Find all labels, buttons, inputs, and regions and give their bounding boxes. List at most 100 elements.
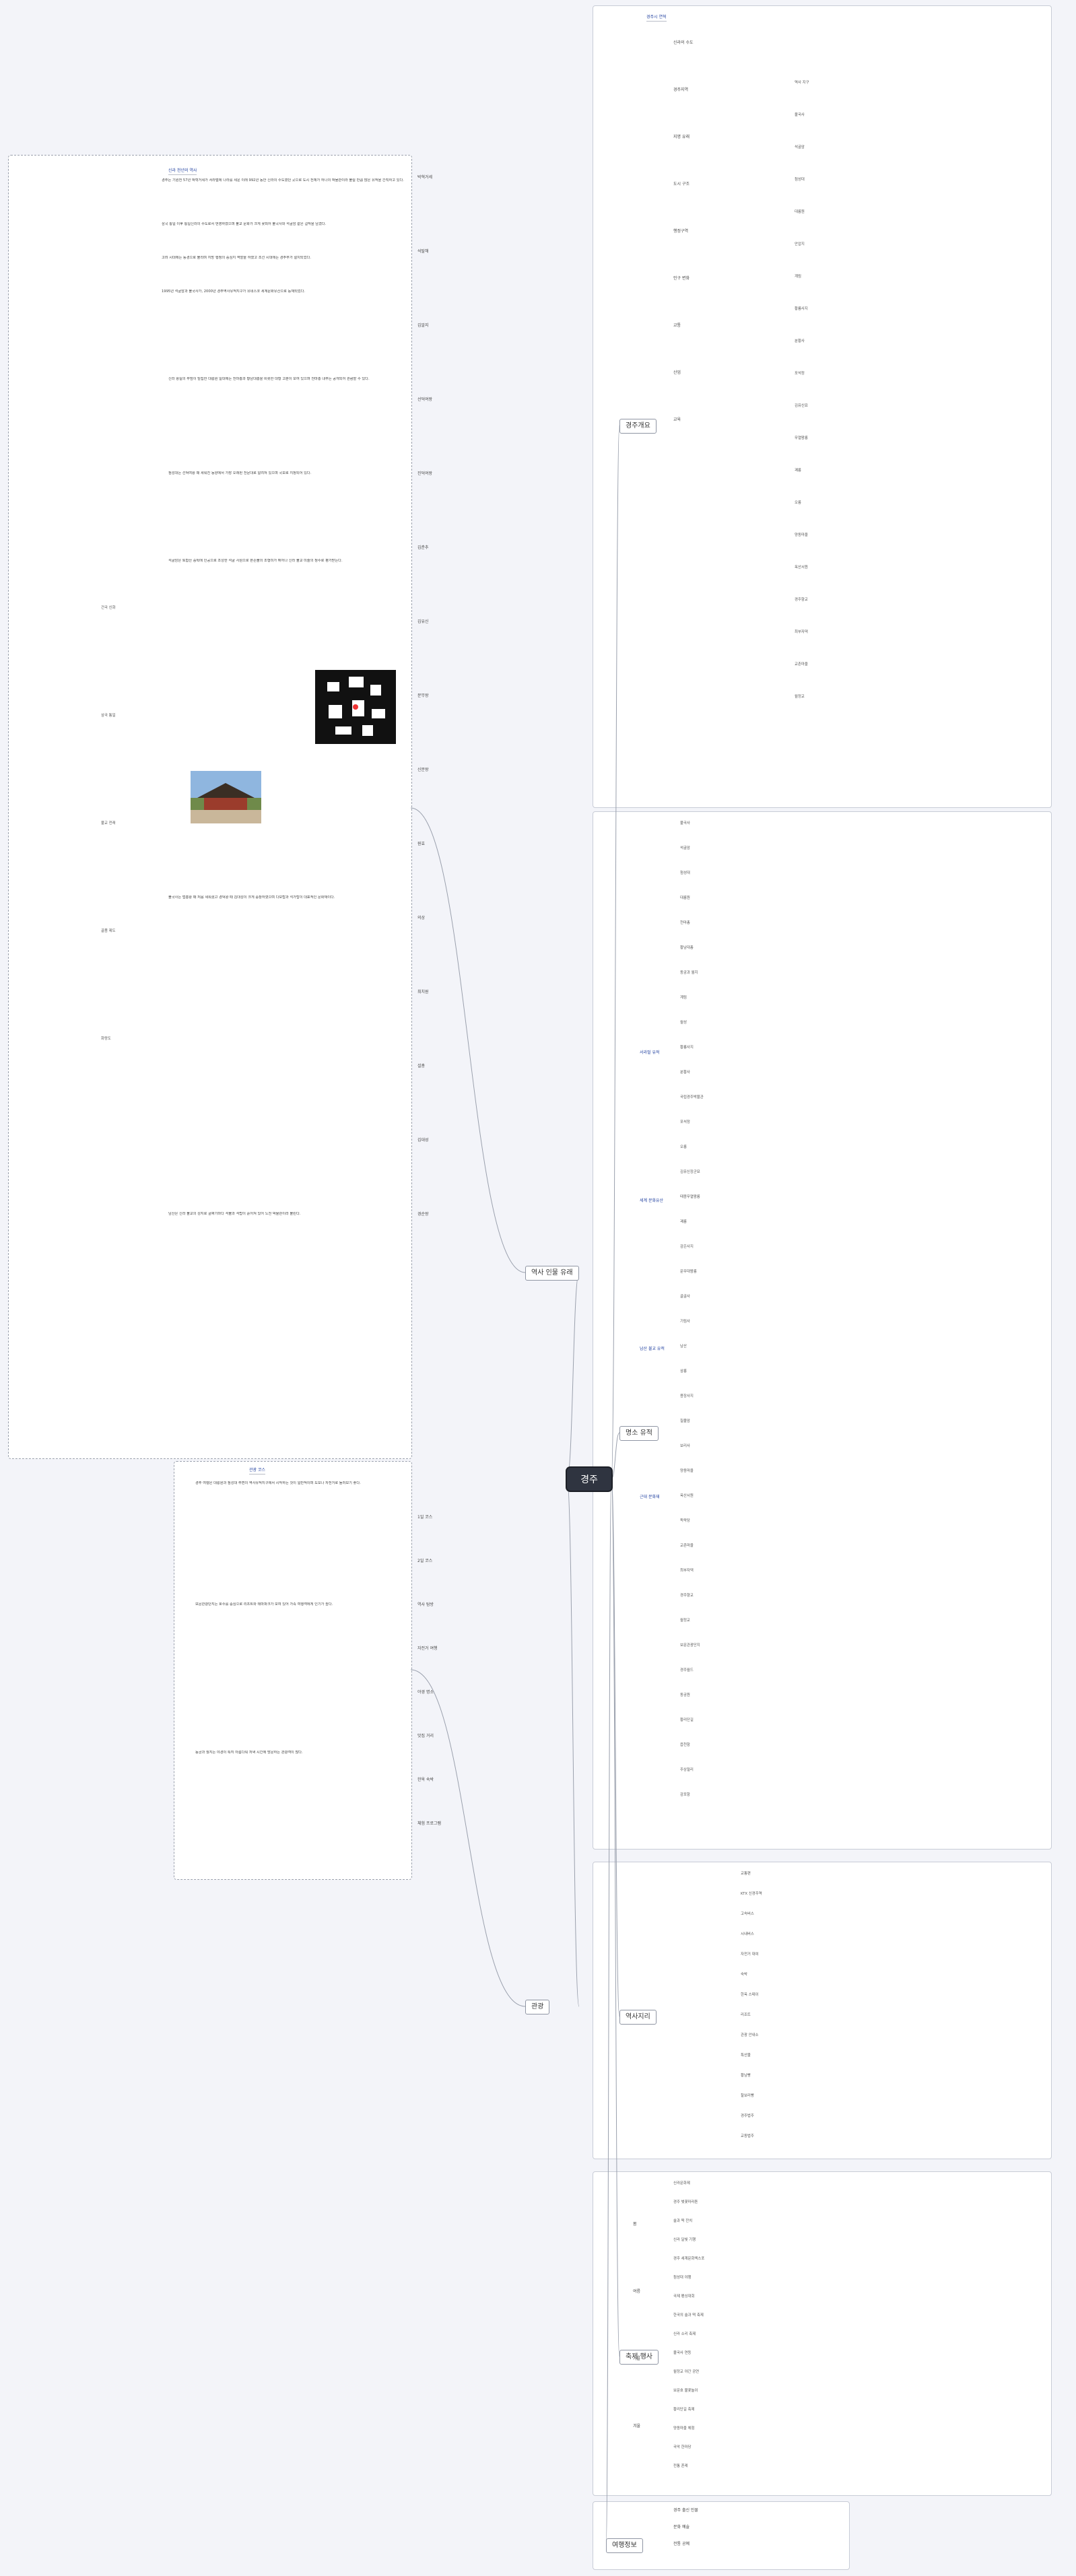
landmark-item-15[interactable]: 김유신장군묘 — [680, 1170, 700, 1174]
section-tourism[interactable]: 관광 — [525, 2000, 550, 2014]
landmark-item-16[interactable]: 태종무열왕릉 — [680, 1195, 700, 1199]
landmark-item-31[interactable]: 최부자댁 — [680, 1569, 694, 1573]
festival-item-10[interactable]: 불국사 연등 — [673, 2351, 692, 2355]
landmark-item-10[interactable]: 황룡사지 — [680, 1046, 694, 1050]
landmark-item-32[interactable]: 경주향교 — [680, 1594, 694, 1598]
info-item-14[interactable]: 교동법주 — [741, 2134, 754, 2138]
overview-item-8[interactable]: 산업 — [673, 370, 681, 375]
festival-season-2[interactable]: 여름 — [633, 2289, 641, 2294]
info-item-2[interactable]: KTX 신경주역 — [741, 1892, 762, 1896]
overview-sub-17[interactable]: 경주향교 — [795, 598, 808, 602]
landmark-item-17[interactable]: 괘릉 — [680, 1220, 687, 1224]
overview-item-3[interactable]: 지명 유래 — [673, 135, 690, 139]
festival-item-9[interactable]: 신라 소리 축제 — [673, 2332, 696, 2336]
festival-item-15[interactable]: 국악 한마당 — [673, 2445, 692, 2449]
history-note-3[interactable]: 불교 전래 — [101, 821, 116, 825]
landmark-item-29[interactable]: 독락당 — [680, 1519, 690, 1523]
landmark-item-7[interactable]: 동궁과 월지 — [680, 971, 698, 975]
info-item-6[interactable]: 숙박 — [741, 1973, 747, 1977]
history-note-1[interactable]: 건국 신화 — [101, 606, 116, 610]
landmark-item-40[interactable]: 감포항 — [680, 1793, 690, 1797]
landmark-group-2[interactable]: 세계 문화유산 — [640, 1198, 664, 1203]
tourism-heading[interactable]: 관광 코스 — [249, 1468, 265, 1475]
landmark-item-39[interactable]: 주상절리 — [680, 1768, 694, 1772]
info-item-5[interactable]: 자전거 대여 — [741, 1953, 759, 1957]
overview-sub-14[interactable]: 오릉 — [795, 501, 801, 505]
overview-sub-8[interactable]: 황룡사지 — [795, 307, 808, 311]
tourism-item-8[interactable]: 체험 프로그램 — [417, 1821, 442, 1826]
landmark-item-24[interactable]: 용장사지 — [680, 1394, 694, 1398]
history-item-12[interactable]: 최치원 — [417, 990, 429, 994]
landmark-group-3[interactable]: 남산 불교 유적 — [640, 1347, 665, 1351]
festival-item-4[interactable]: 신라 달빛 기행 — [673, 2238, 696, 2242]
landmark-item-27[interactable]: 양동마을 — [680, 1469, 694, 1473]
overview-item-1[interactable]: 신라의 수도 — [673, 40, 694, 45]
landmark-item-30[interactable]: 교촌마을 — [680, 1544, 694, 1548]
history-item-10[interactable]: 원효 — [417, 842, 426, 846]
festival-item-1[interactable]: 신라문화제 — [673, 2181, 690, 2185]
landmark-item-20[interactable]: 골굴사 — [680, 1295, 690, 1299]
landmark-item-38[interactable]: 읍천항 — [680, 1743, 690, 1747]
landmark-item-9[interactable]: 월성 — [680, 1021, 687, 1025]
section-history[interactable]: 역사 인물 유래 — [525, 1266, 579, 1281]
overview-sub-16[interactable]: 옥산서원 — [795, 566, 808, 570]
overview-sub-19[interactable]: 교촌마을 — [795, 663, 808, 667]
tourism-item-1[interactable]: 1일 코스 — [417, 1515, 433, 1520]
landmark-item-12[interactable]: 국립경주박물관 — [680, 1095, 704, 1099]
landmark-item-37[interactable]: 황리단길 — [680, 1718, 694, 1722]
overview-sub-3[interactable]: 석굴암 — [795, 145, 805, 149]
landmark-item-18[interactable]: 감은사지 — [680, 1245, 694, 1249]
landmark-item-25[interactable]: 칠불암 — [680, 1419, 690, 1423]
festival-item-16[interactable]: 전통 혼례 — [673, 2464, 688, 2468]
history-note-2[interactable]: 삼국 통일 — [101, 714, 116, 718]
tourism-item-7[interactable]: 한옥 숙박 — [417, 1777, 434, 1782]
festival-item-7[interactable]: 국제 펜싱대회 — [673, 2295, 695, 2299]
history-item-6[interactable]: 김춘추 — [417, 545, 429, 550]
overview-item-9[interactable]: 교육 — [673, 417, 681, 422]
tourism-item-4[interactable]: 자전거 여행 — [417, 1646, 438, 1651]
tourism-item-3[interactable]: 역사 탐방 — [417, 1602, 434, 1607]
history-item-9[interactable]: 신문왕 — [417, 768, 429, 772]
landmark-item-2[interactable]: 석굴암 — [680, 846, 690, 850]
overview-sub-4[interactable]: 첨성대 — [795, 178, 805, 182]
landmark-item-3[interactable]: 첨성대 — [680, 871, 690, 875]
festival-season-1[interactable]: 봄 — [633, 2222, 637, 2227]
overview-sub-20[interactable]: 월정교 — [795, 695, 805, 699]
history-note-4[interactable]: 골품 제도 — [101, 929, 116, 933]
overview-sub-15[interactable]: 양동마을 — [795, 533, 808, 537]
info-item-4[interactable]: 시내버스 — [741, 1932, 754, 1936]
history-heading[interactable]: 신라 천년의 역사 — [168, 168, 197, 175]
history-item-5[interactable]: 진덕여왕 — [417, 471, 433, 476]
history-item-14[interactable]: 김대성 — [417, 1138, 429, 1143]
festival-item-5[interactable]: 경주 세계문화엑스포 — [673, 2257, 705, 2261]
info-item-1[interactable]: 교통편 — [741, 1872, 751, 1876]
landmark-item-1[interactable]: 불국사 — [680, 821, 690, 825]
info-item-13[interactable]: 경주법주 — [741, 2114, 754, 2118]
info-item-7[interactable]: 한옥 스테이 — [741, 1993, 759, 1997]
history-item-11[interactable]: 의상 — [417, 916, 426, 920]
landmark-item-8[interactable]: 계림 — [680, 996, 687, 1000]
overview-item-4[interactable]: 도시 구조 — [673, 182, 690, 187]
tourism-item-6[interactable]: 맛집 거리 — [417, 1734, 434, 1738]
info-item-9[interactable]: 관광 안내소 — [741, 2033, 759, 2037]
history-item-4[interactable]: 선덕여왕 — [417, 397, 433, 402]
section-landmarks[interactable]: 명소 유적 — [619, 1426, 659, 1441]
festival-item-8[interactable]: 한국의 술과 떡 축제 — [673, 2313, 704, 2317]
landmark-item-14[interactable]: 오릉 — [680, 1145, 687, 1149]
overview-item-6[interactable]: 인구 변화 — [673, 276, 690, 281]
landmark-item-26[interactable]: 보리사 — [680, 1444, 690, 1448]
overview-sub-9[interactable]: 분황사 — [795, 339, 805, 343]
section-festivals[interactable]: 축제·행사 — [619, 2350, 659, 2365]
festival-item-3[interactable]: 술과 떡 잔치 — [673, 2219, 693, 2223]
overview-sub-2[interactable]: 불국사 — [795, 113, 805, 117]
festival-item-12[interactable]: 보문호 불꽃놀이 — [673, 2389, 698, 2393]
section-overview[interactable]: 경주개요 — [619, 419, 657, 434]
landmark-item-36[interactable]: 동궁원 — [680, 1693, 690, 1697]
section-culture[interactable]: 역사지리 — [619, 2010, 657, 2025]
overview-sub-10[interactable]: 포석정 — [795, 372, 805, 376]
landmark-item-11[interactable]: 분황사 — [680, 1071, 690, 1075]
overview-top[interactable]: 경주시 연혁 — [646, 15, 667, 22]
landmark-group-1[interactable]: 서라벌 유적 — [640, 1050, 660, 1055]
people-item-2[interactable]: 문화 예술 — [673, 2525, 690, 2530]
landmark-item-22[interactable]: 남산 — [680, 1345, 687, 1349]
